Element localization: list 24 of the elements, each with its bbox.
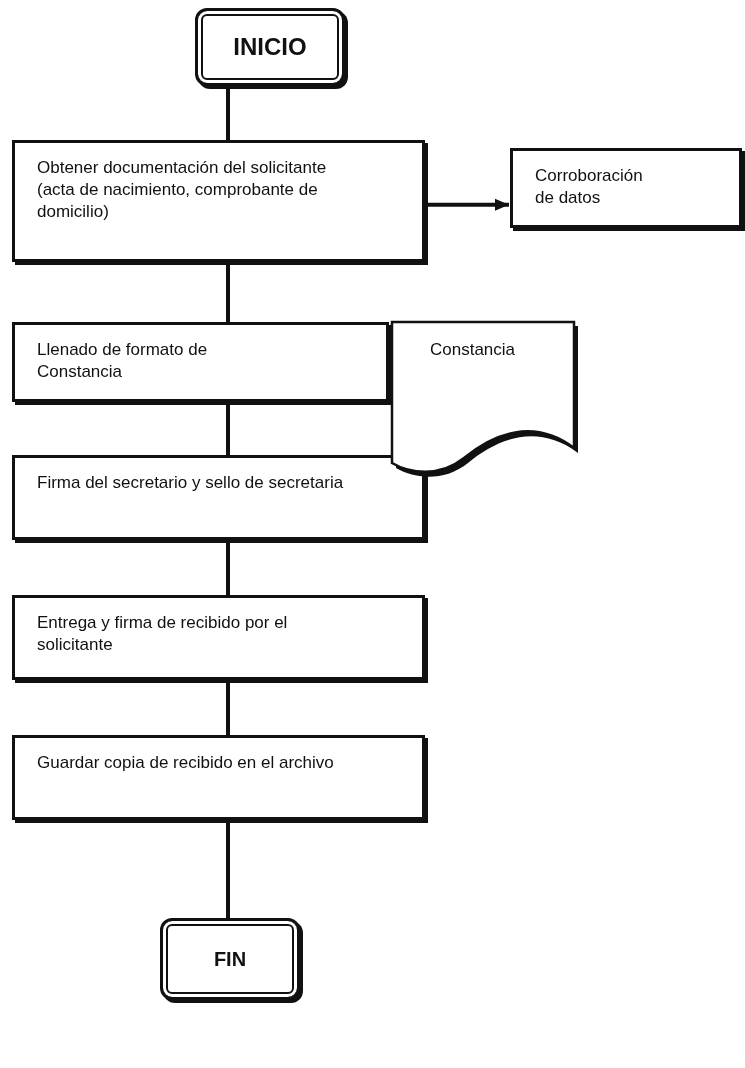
process-box xyxy=(12,322,389,402)
step-text: Firma del secretario y sello de secretaria xyxy=(37,472,345,494)
process-box xyxy=(510,148,742,228)
process-box xyxy=(12,595,425,680)
process-box xyxy=(12,455,425,540)
step-text: Obtener documentación del solicitante (acta de nacimiento, comprobante de domicilio) xyxy=(37,157,328,224)
end-terminal xyxy=(160,918,300,1000)
terminal-label: INICIO xyxy=(233,33,307,61)
step-text: Llenado de formato de Constancia xyxy=(37,339,209,384)
connector-line xyxy=(226,543,230,595)
connector-line xyxy=(226,265,230,322)
step-text: Entrega y firma de recibido por el solicitante xyxy=(37,612,289,657)
connector-line xyxy=(226,823,230,918)
terminal-label: FIN xyxy=(213,947,247,971)
connector-line xyxy=(226,405,230,455)
start-terminal xyxy=(195,8,345,86)
connector-line xyxy=(226,89,230,140)
step-text: Guardar copia de recibido en el archivo xyxy=(37,752,335,774)
process-box xyxy=(12,140,425,262)
step-text: Corroboración de datos xyxy=(535,165,644,210)
step-text: Constancia xyxy=(430,340,517,360)
connector-line xyxy=(226,683,230,735)
arrow xyxy=(428,198,509,211)
process-box xyxy=(12,735,425,820)
